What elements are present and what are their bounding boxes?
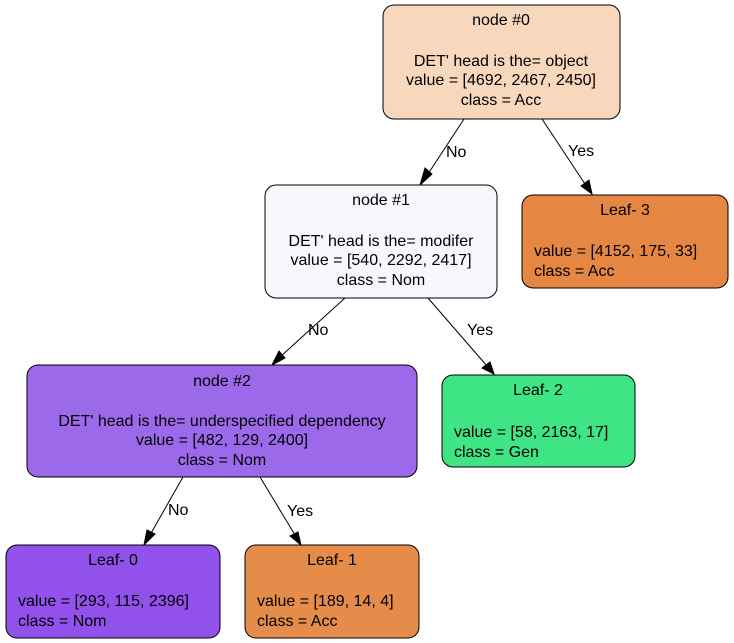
node-box bbox=[382, 4, 621, 120]
node-class: class = Acc bbox=[257, 613, 337, 630]
arrowhead bbox=[143, 529, 156, 547]
node-condition: DET' head is the= modifer bbox=[289, 233, 475, 250]
node-value: value = [482, 129, 2400] bbox=[136, 432, 308, 449]
edge-label-no: No bbox=[308, 322, 329, 339]
node-box bbox=[441, 374, 636, 468]
arrowhead bbox=[270, 350, 286, 367]
node-value: value = [4152, 175, 33] bbox=[534, 243, 697, 260]
node-title: Leaf- 3 bbox=[600, 202, 650, 219]
node-condition: DET' head is the= object bbox=[414, 53, 589, 70]
node-box bbox=[244, 544, 420, 639]
edge-label-no: No bbox=[168, 502, 189, 519]
edge-node0-leaf3: Yes bbox=[541, 118, 594, 196]
edge-label-yes: Yes bbox=[568, 143, 594, 160]
arrowhead bbox=[580, 179, 593, 196]
node-title: node #2 bbox=[193, 373, 251, 390]
edge-label-yes: Yes bbox=[287, 503, 313, 520]
tree-node-2: node #2 DET' head is the= underspecified… bbox=[26, 364, 418, 478]
tree-node-0: node #0 DET' head is the= object value =… bbox=[382, 4, 621, 120]
tree-leaf-0: Leaf- 0 value = [293, 115, 2396] class =… bbox=[5, 544, 221, 639]
node-title: Leaf- 1 bbox=[307, 552, 357, 569]
arrowhead bbox=[419, 167, 433, 187]
node-box bbox=[521, 194, 729, 289]
node-value: value = [540, 2292, 2417] bbox=[290, 252, 471, 269]
node-title: Leaf- 2 bbox=[513, 382, 563, 399]
node-box bbox=[264, 184, 498, 299]
node-box bbox=[5, 544, 221, 639]
node-value: value = [4692, 2467, 2450] bbox=[406, 72, 596, 89]
node-box bbox=[26, 364, 418, 478]
node-class: class = Nom bbox=[18, 613, 106, 630]
node-title: node #1 bbox=[352, 192, 410, 209]
node-condition: DET' head is the= underspecified depende… bbox=[58, 413, 385, 430]
node-class: class = Gen bbox=[454, 444, 539, 461]
arrowhead bbox=[481, 361, 495, 375]
node-class: class = Acc bbox=[534, 263, 614, 280]
node-value: value = [189, 14, 4] bbox=[257, 593, 394, 610]
tree-leaf-1: Leaf- 1 value = [189, 14, 4] class = Acc bbox=[244, 544, 420, 639]
edge-node2-leaf0: No bbox=[143, 476, 189, 547]
tree-node-1: node #1 DET' head is the= modifer value … bbox=[264, 184, 498, 299]
edge-label-yes: Yes bbox=[467, 322, 493, 339]
edge-label-no: No bbox=[446, 144, 467, 161]
node-value: value = [293, 115, 2396] bbox=[18, 593, 189, 610]
arrowhead bbox=[289, 531, 302, 547]
node-class: class = Acc bbox=[461, 92, 541, 109]
node-title: Leaf- 0 bbox=[88, 552, 138, 569]
edge-node1-leaf2: Yes bbox=[427, 297, 495, 375]
node-class: class = Nom bbox=[337, 272, 425, 289]
node-title: node #0 bbox=[472, 12, 530, 29]
tree-leaf-3: Leaf- 3 value = [4152, 175, 33] class = … bbox=[521, 194, 729, 289]
node-class: class = Nom bbox=[178, 452, 266, 469]
edge-node1-node2: No bbox=[270, 297, 346, 367]
edge-node0-node1: No bbox=[419, 118, 467, 187]
tree-leaf-2: Leaf- 2 value = [58, 2163, 17] class = G… bbox=[441, 374, 636, 468]
node-value: value = [58, 2163, 17] bbox=[454, 424, 608, 441]
edge-node2-leaf1: Yes bbox=[259, 476, 313, 547]
